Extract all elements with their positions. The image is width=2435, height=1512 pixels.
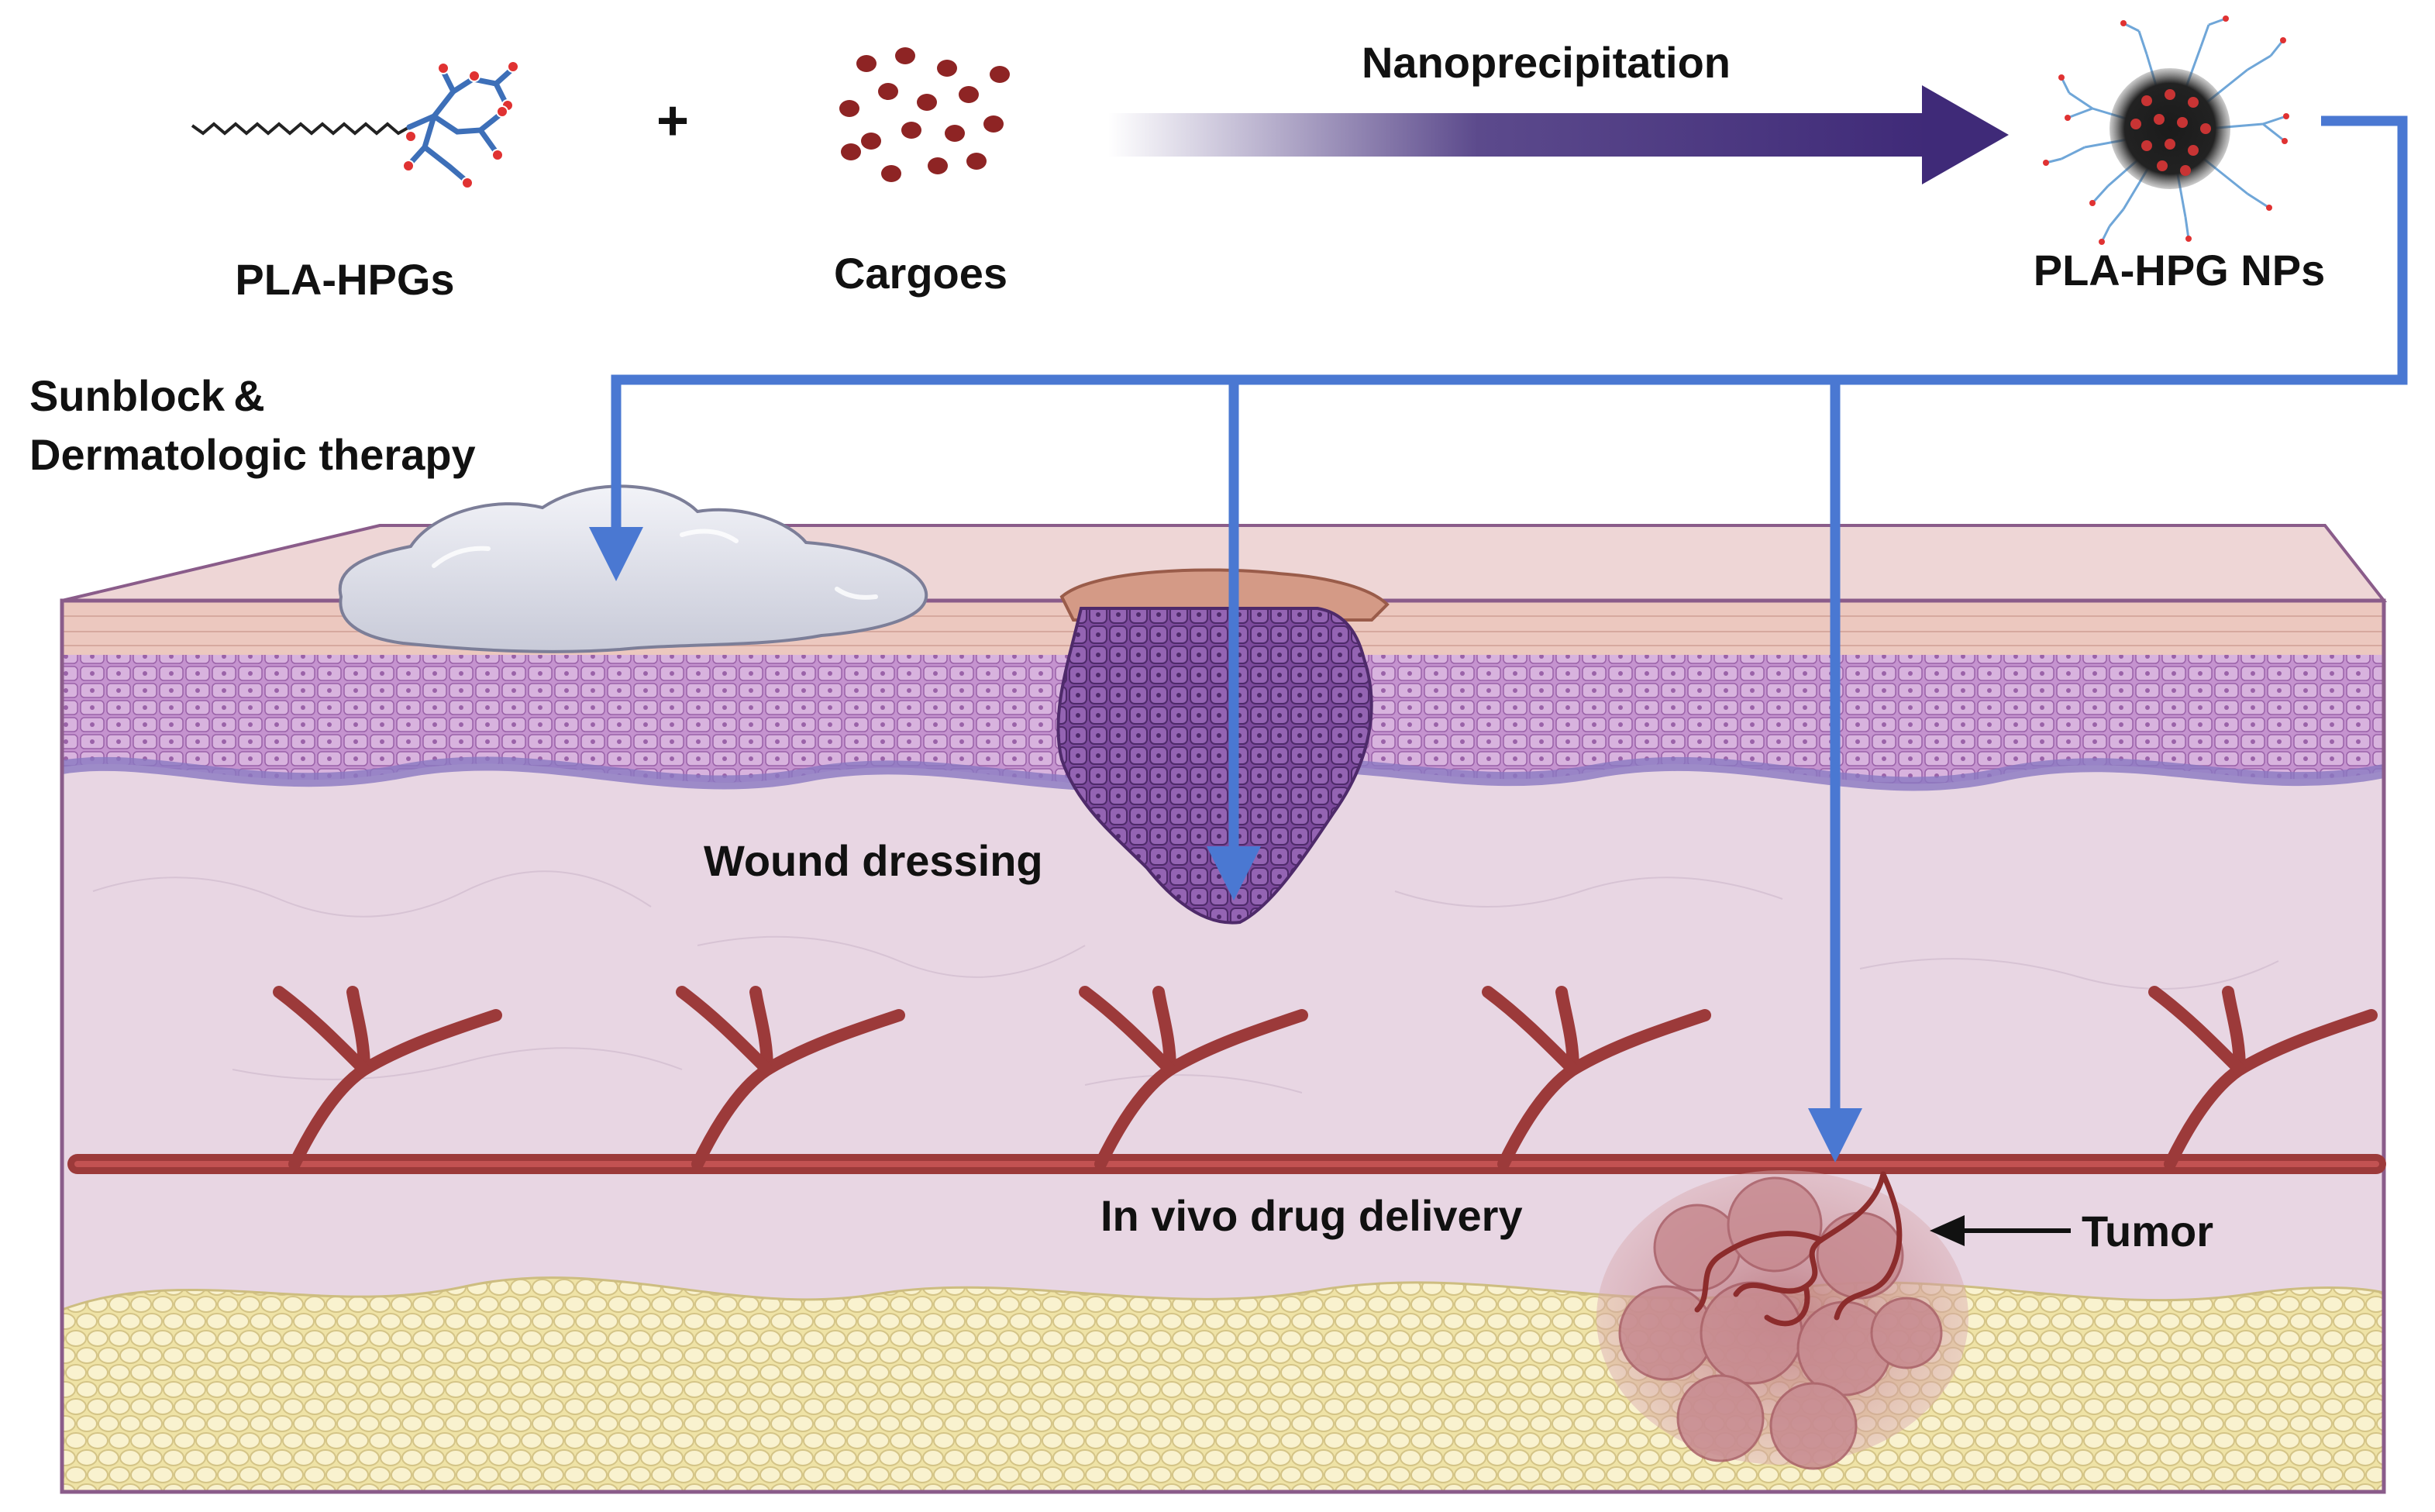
wound-icon [1056,568,1390,925]
delivery-connector [611,115,2408,1110]
process-label: Nanoprecipitation [1362,38,1731,87]
plus-sign: + [656,90,689,152]
tumor-label: Tumor [2082,1207,2213,1255]
nanoparticle-icon [2043,15,2289,245]
sunblock-label-line1: Sunblock & [29,371,265,420]
arrowheads [589,527,1862,1162]
blood-vessel-icon [67,986,2386,1174]
in-vivo-label: In vivo drug delivery [1100,1191,1523,1240]
fat-cells-icon [62,1276,2384,1492]
nanoparticle-label: PLA-HPG NPs [2034,246,2326,294]
cream-blob-icon [338,484,928,653]
nanoprecipitation-arrow [1108,85,2009,184]
tumor-pointer-arrow [1930,1215,2071,1246]
tumor-icon [1596,1170,1968,1470]
sunblock-label-line2: Dermatologic therapy [29,430,476,479]
polymer-chain-icon [191,60,519,189]
polymer-label: PLA-HPGs [235,255,454,304]
cargo-label: Cargoes [834,249,1007,298]
cargo-particles-icon [839,47,1010,182]
wound-dressing-label: Wound dressing [704,836,1043,885]
